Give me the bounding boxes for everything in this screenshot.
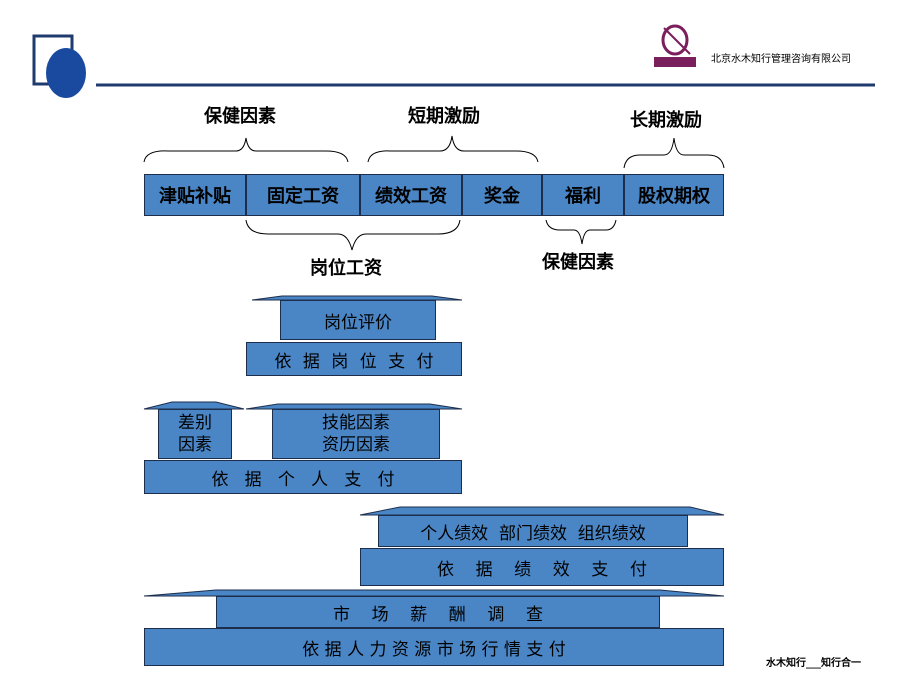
pay-item-welfare: 福利 — [542, 174, 624, 216]
difference-factors-box: 差别 因素 — [158, 409, 232, 459]
logo-icon — [654, 24, 696, 67]
brace-health-right — [545, 219, 617, 245]
post-evaluation-box: 岗位评价 — [280, 300, 436, 340]
label-short-term: 短期激励 — [408, 106, 480, 127]
skill-factors-line: 技能因素 — [322, 413, 390, 433]
pay-item-allowance: 津贴补贴 — [144, 174, 246, 216]
brace-post-salary — [245, 219, 461, 251]
performance-levels-box: 个人绩效 部门绩效 组织绩效 — [378, 515, 688, 547]
pay-item-equity: 股权期权 — [624, 174, 724, 216]
seniority-factors-line: 资历因素 — [322, 435, 390, 455]
market-survey-box: 市 场 薪 酬 调 查 — [216, 596, 660, 628]
pay-item-fixed-salary: 固定工资 — [246, 174, 360, 216]
brace-long-term — [623, 137, 725, 169]
header-circle — [46, 48, 86, 98]
roof-left-cap — [143, 401, 245, 410]
roof-performance-cap — [359, 506, 725, 516]
brace-short-term — [367, 135, 539, 163]
brace-health-left — [143, 137, 349, 163]
label-post-salary: 岗位工资 — [310, 258, 382, 279]
difference-factors-line2: 因素 — [178, 435, 212, 455]
personal-pay-base: 依 据 个 人 支 付 — [144, 460, 462, 494]
pay-item-bonus: 奖金 — [462, 174, 542, 216]
difference-factors-line1: 差别 — [178, 413, 212, 433]
label-health-right: 保健因素 — [542, 252, 614, 273]
company-name: 北京水木知行管理咨询有限公司 — [711, 54, 851, 65]
label-long-term: 长期激励 — [630, 110, 702, 131]
footer-brand: 水木知行___知行合一 — [766, 658, 861, 669]
performance-pay-base: 依 据 绩 效 支 付 — [360, 548, 724, 586]
label-health-left: 保健因素 — [204, 106, 276, 127]
market-pay-base: 依 据 人 力 资 源 市 场 行 情 支 付 — [144, 628, 724, 666]
skill-seniority-box: 技能因素 资历因素 — [272, 409, 440, 459]
pay-item-performance-salary: 绩效工资 — [360, 174, 462, 216]
post-pay-base: 依 据 岗 位 支 付 — [246, 342, 462, 376]
